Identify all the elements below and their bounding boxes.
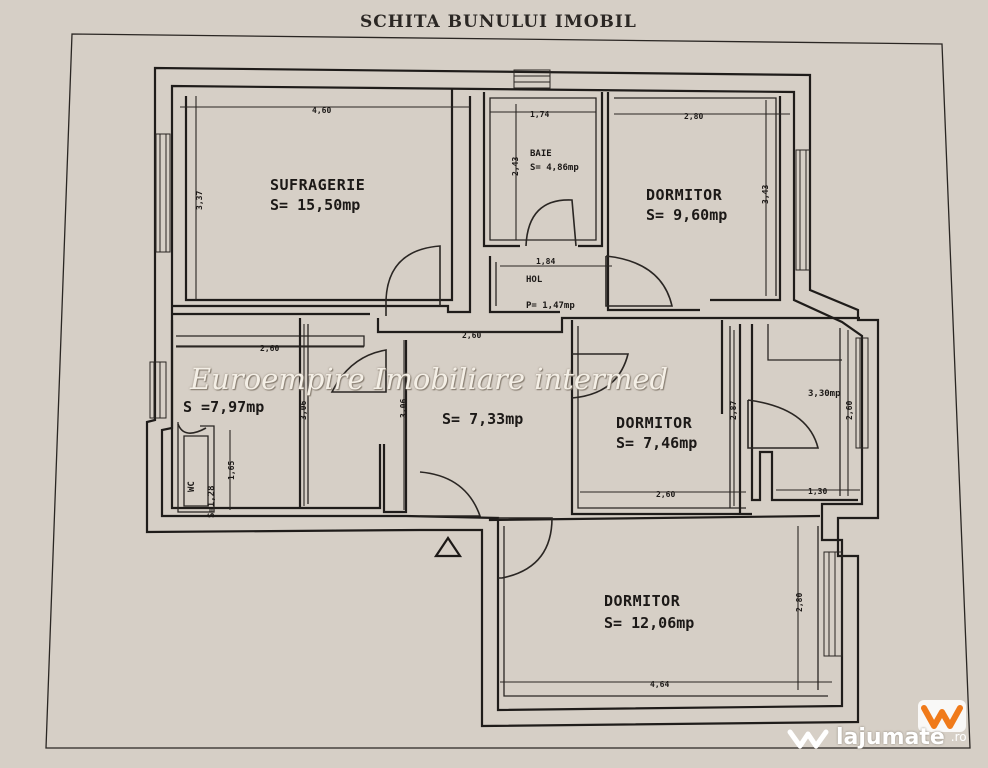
page-frame [45,33,971,749]
dim-label: 2,60 [656,490,675,499]
dim-label: 1,30 [808,487,827,496]
plan-title: SCHITA BUNULUI IMOBIL [360,12,637,32]
entrance-triangle-icon [433,536,463,558]
lajumate-logo-icon [787,729,829,749]
sufragerie-area: S= 15,50mp [270,196,360,214]
hol-name: HOL [526,275,543,285]
brand-logo: lajumate .ro [786,724,967,750]
debara-area: 3,30mp [808,389,841,399]
sufragerie-name: SUFRAGERIE [270,176,365,194]
dim-label: 1,74 [530,110,549,119]
doors [177,199,820,579]
dormitor3-name: DORMITOR [604,592,681,610]
dim-label: 1,84 [536,257,555,266]
dimension-labels: 4,60 1,74 2,80 3,37 2,43 3,43 1,84 2,60 … [195,106,854,689]
room-labels: SUFRAGERIE S= 15,50mp BAIE S= 4,86mp DOR… [183,149,841,632]
wc-label: WC [187,481,197,492]
dim-label: 3,06 [299,401,308,420]
exterior-walls [145,66,880,728]
dormitor2-name: DORMITOR [616,414,693,432]
dim-label: 4,60 [312,106,331,115]
bucatarie-area: S =7,97mp [183,398,264,416]
dimension-lines [176,96,860,690]
dim-label: 2,60 [462,331,481,340]
watermark-text: Euroempire Imobiliare intermed [190,362,669,396]
hol2-area: S= 7,33mp [442,410,523,428]
dim-label: 2,60 [845,401,854,420]
dim-label: 2,80 [795,593,804,612]
baie-name: BAIE [530,149,552,159]
lajumate-badge-icon [918,700,966,732]
dormitor3-area: S= 12,06mp [604,614,694,632]
wc-area: S=1,28 [207,485,217,518]
baie-area: S= 4,86mp [530,163,579,173]
dim-label: 2,43 [511,157,520,176]
brand-tld: .ro [950,730,967,744]
windows [149,69,869,657]
dim-label: 2,60 [260,344,279,353]
dim-label: 1,65 [227,461,236,480]
dormitor2-area: S= 7,46mp [616,434,697,452]
brand-name: lajumate [836,724,945,750]
dormitor1-area: S= 9,60mp [646,206,727,224]
dim-label: 4,64 [650,680,669,689]
dim-label: 3,06 [399,399,408,418]
dim-label: 3,43 [761,185,770,204]
dim-label: 2,80 [684,112,703,121]
dim-label: 3,37 [195,191,204,210]
hol-area: P= 1,47mp [526,301,575,311]
interior-walls [170,88,860,697]
dormitor1-name: DORMITOR [646,186,723,204]
dim-label: 2,87 [729,401,738,420]
